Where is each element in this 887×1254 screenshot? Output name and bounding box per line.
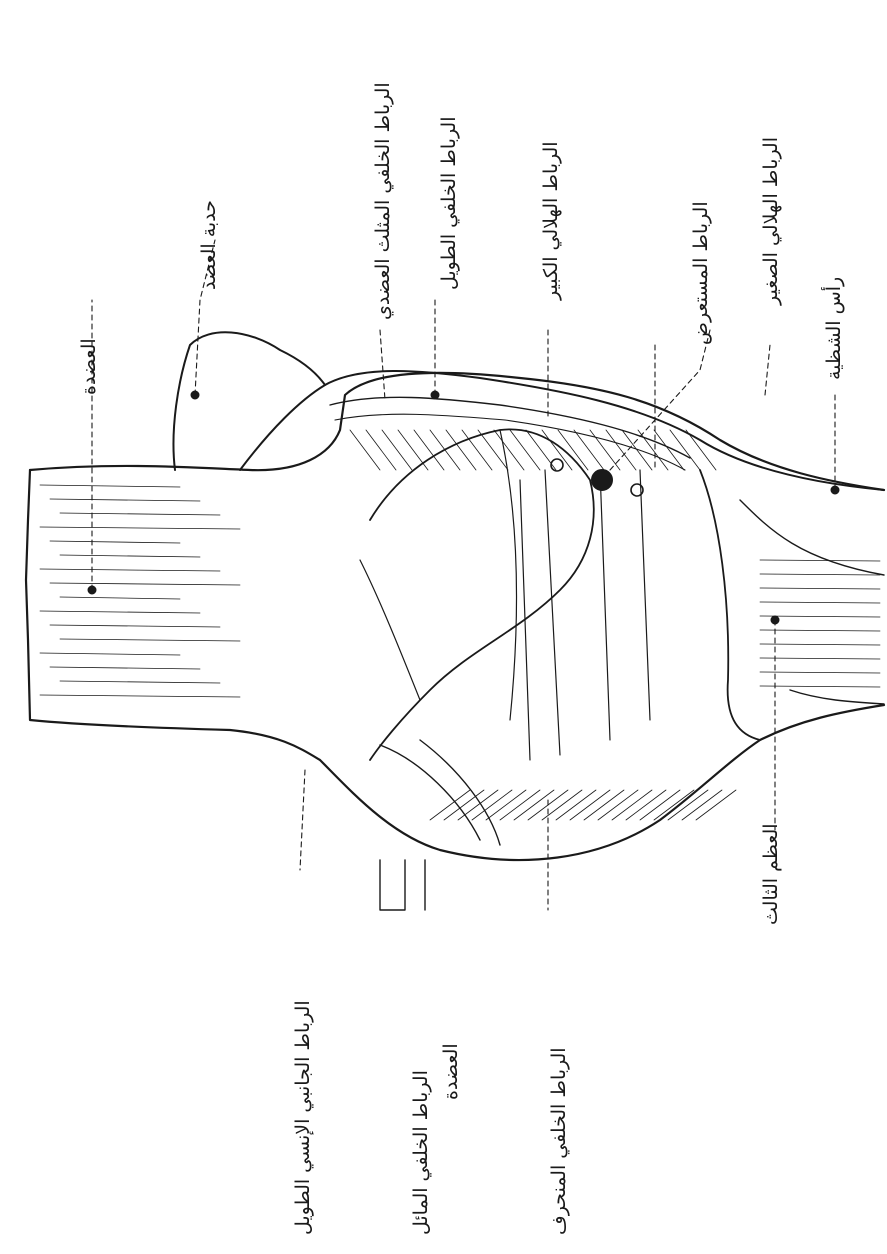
label-left-lower-1: الرباط الجانبي الإنسي الطويل — [292, 1000, 314, 1235]
label-fibular-head: رأس الشظية — [823, 277, 845, 380]
femur-shaft — [30, 373, 884, 490]
label-left-lower-2: الرباط الخلفي المائل — [410, 1070, 432, 1235]
label-posterior-ligament: الرباط الخلفي الطويل — [438, 117, 460, 291]
ligament-node-2 — [551, 459, 563, 471]
label-lower-bone: العظم الثالث — [760, 823, 782, 925]
label-femur: العضدة — [78, 338, 100, 395]
label-articular-capsule: الرباط الهلالي الكبير — [540, 141, 562, 300]
inner-structure-1 — [370, 429, 594, 760]
label-lateral-meniscus: الرباط الهلالي الصغير — [760, 137, 782, 305]
leader-bracket — [380, 860, 425, 910]
label-humeral-tubercle: حدبة العضد — [198, 200, 220, 290]
label-left-lower-3: الرباط الخلفي المنحرف — [548, 1047, 570, 1235]
label-transverse-ligament: الرباط المستعرض — [690, 201, 712, 345]
tubercle-outline — [173, 332, 325, 470]
label-anterior-deltoid-ligament: الرباط الخلفي المثلث العضدي — [372, 82, 394, 320]
inner-structure-2 — [520, 470, 650, 760]
hatching — [40, 430, 880, 820]
label-left-lower-2b: العضدة — [440, 1043, 462, 1100]
ligament-node-1 — [592, 470, 612, 490]
